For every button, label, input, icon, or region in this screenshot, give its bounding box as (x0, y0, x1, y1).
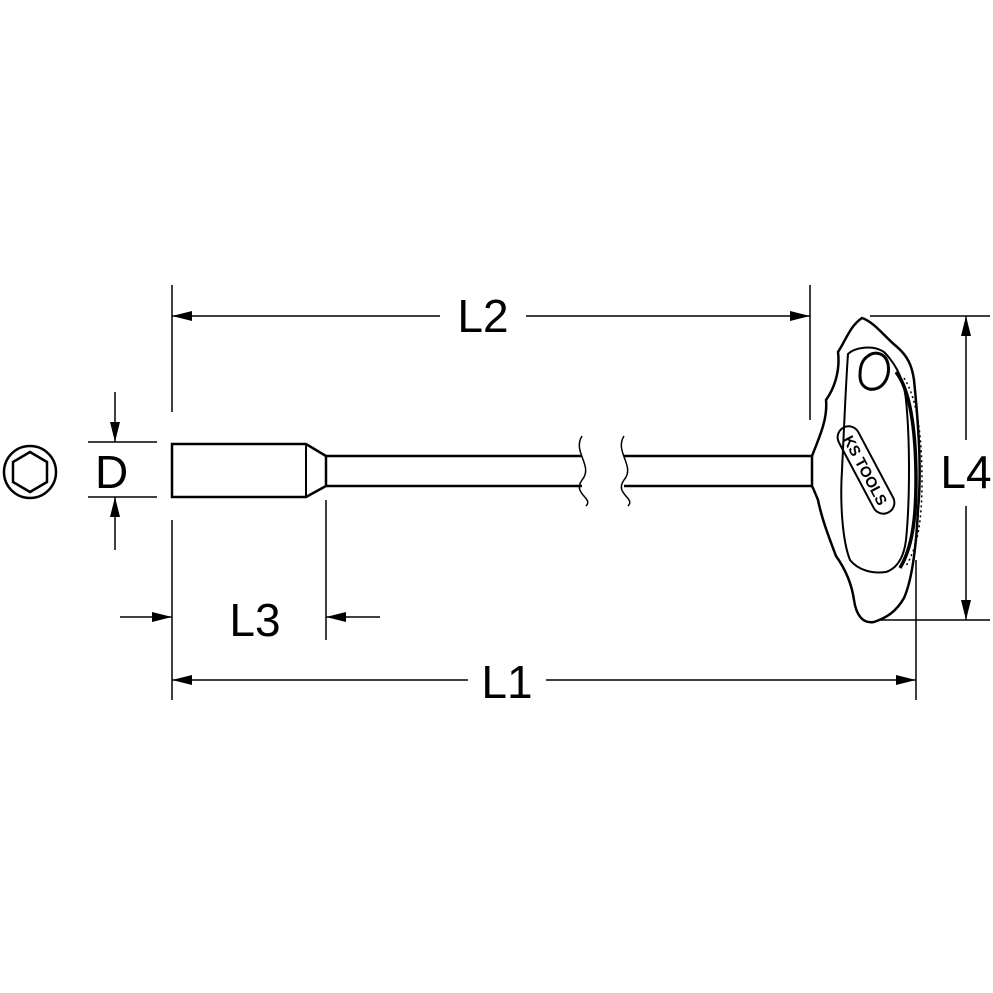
hex-profile-icon (2, 444, 58, 500)
dimension-l1: L1 (172, 656, 916, 708)
extension-lines (171, 285, 990, 700)
dimension-l3: L3 (120, 594, 380, 646)
dimension-l3-label: L3 (229, 594, 280, 646)
dimension-l4: L4 (940, 316, 992, 620)
dimension-l1-label: L1 (481, 656, 532, 708)
dimension-l2-label: L2 (457, 290, 508, 342)
dimension-d-label: D (95, 446, 128, 498)
shaft (326, 435, 812, 507)
dimension-l2: L2 (172, 290, 810, 342)
socket-body (170, 442, 328, 499)
dimension-l4-label: L4 (940, 446, 991, 498)
t-handle: KS TOOLS (810, 316, 923, 624)
dimension-d: D (88, 392, 157, 550)
